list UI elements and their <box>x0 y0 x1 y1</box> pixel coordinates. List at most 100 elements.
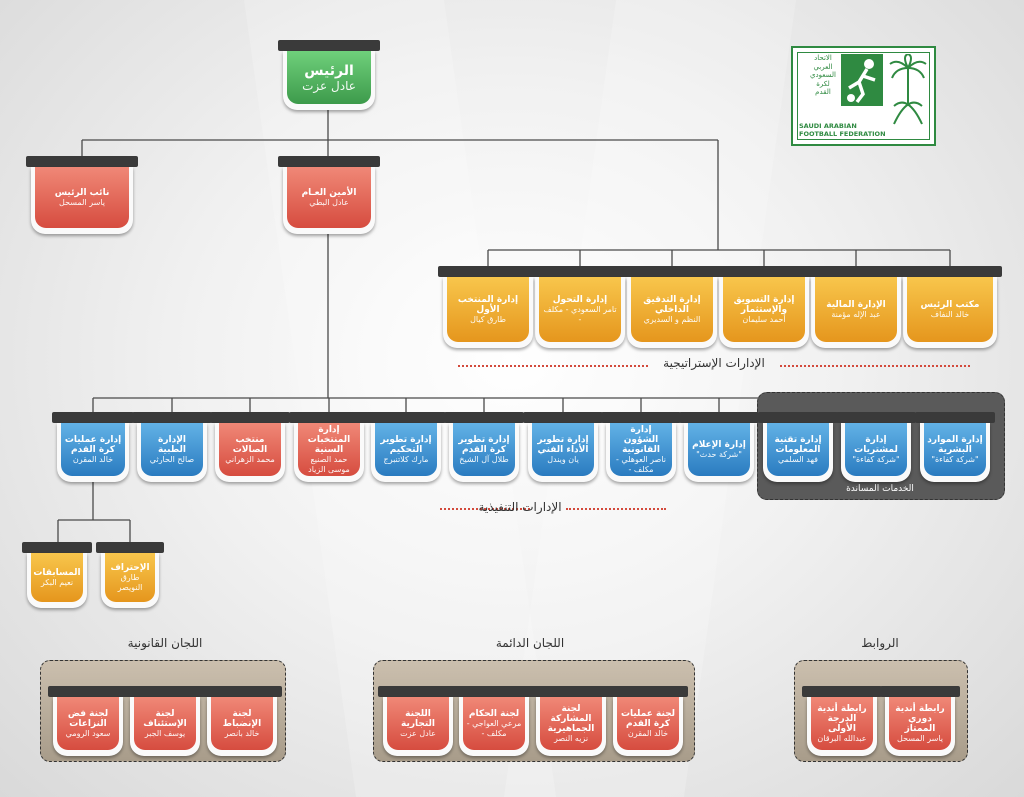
exec-node-hr[interactable]: إدارة الموارد البشرية "شركة كفاءة" <box>915 412 995 482</box>
node-title: المسابقات <box>33 567 81 578</box>
logo-english-line: SAUDI ARABIAN <box>799 122 857 130</box>
node-name: عادل عزت <box>302 78 356 93</box>
exec-node-football-operations[interactable]: إدارة عمليات كرة القدم خالد المقرن <box>52 412 134 482</box>
node-title: إدارة المنتخب الأول <box>457 294 519 315</box>
node-card: نائب الرئيس ياسر المسحل <box>31 167 133 234</box>
legal-node-disputes[interactable]: لجنة فض النزاعات سعود الرومي <box>48 686 128 756</box>
node-inner: لجنة الإنضباط خالد بانصر <box>211 697 273 750</box>
node-card: إدارة التسويق والإستثمار أحمد سليمان <box>719 277 809 348</box>
standing-node-commercial[interactable]: اللجنة التجارية عادل عزت <box>378 686 458 756</box>
legal-node-discipline[interactable]: لجنة الإنضباط خالد بانصر <box>202 686 282 756</box>
league-node-premier[interactable]: رابطة أندية دوري الممتاز ياسر المسحل <box>880 686 960 756</box>
exec-node-youth-teams[interactable]: إدارة المنتخبات السنية حمد الصنيع موسى ا… <box>289 412 369 482</box>
node-card: لجنة فض النزاعات سعود الرومي <box>53 697 123 756</box>
node-title: إدارة التسويق والإستثمار <box>733 294 795 315</box>
node-name: حمد الصنيع موسى الزياد <box>308 454 350 474</box>
node-inner: الإحتراف طارق النويصر <box>105 553 155 602</box>
node-card: إدارة الإعلام "شركة حدث" <box>684 423 754 482</box>
secretary-general-node[interactable]: الأمين العـام عادل البطي <box>278 156 380 234</box>
ops-sub-node-professionalism[interactable]: الإحتراف طارق النويصر <box>96 542 164 608</box>
node-title: لجنة المشاركة الجماهيرية <box>547 703 595 734</box>
logo-arabic-line: السعودي <box>810 71 836 79</box>
exec-node-procurement[interactable]: إدارة لمشتريات "شركة كفاءة" <box>836 412 916 482</box>
node-bar <box>880 686 960 697</box>
exec-node-football-development[interactable]: إدارة تطوير كرة القدم طلال آل الشيخ <box>444 412 524 482</box>
strategic-node-transformation[interactable]: إدارة التحول تامر السعودي - مكلف - <box>530 266 630 348</box>
node-title: لجنة الحكام <box>468 708 520 719</box>
node-name: ناصر العوهلي - مكلف - <box>615 454 667 474</box>
legal-node-appeal[interactable]: لجنة الإستئناف يوسف الجبر <box>125 686 205 756</box>
logo-arabic-line: القدم <box>815 88 831 96</box>
node-inner: اللجنة التجارية عادل عزت <box>387 697 449 750</box>
league-node-first-division[interactable]: رابطة أندية الدرجة الأولى عبدالله البرقا… <box>802 686 882 756</box>
node-card: إدارة التدقيق الداخلي النظم و السديري <box>627 277 717 348</box>
node-title: الإدارة المالية <box>826 299 886 310</box>
node-inner: الأمين العـام عادل البطي <box>287 167 371 228</box>
standing-node-fan-engagement[interactable]: لجنة المشاركة الجماهيرية نزيه النصر <box>531 686 611 756</box>
node-card: إدارة الموارد البشرية "شركة كفاءة" <box>920 423 990 482</box>
strategic-node-marketing[interactable]: إدارة التسويق والإستثمار أحمد سليمان <box>714 266 814 348</box>
node-name: أحمد سليمان <box>742 314 786 324</box>
node-bar <box>378 686 458 697</box>
logo-arabic-line: الاتحاد <box>814 54 832 62</box>
node-card: رابطة أندية الدرجة الأولى عبدالله البرقا… <box>807 697 877 756</box>
exec-node-legal[interactable]: إدارة الشؤون القانونية ناصر العوهلي - مك… <box>601 412 681 482</box>
exec-node-media[interactable]: إدارة الإعلام "شركة حدث" <box>679 412 759 482</box>
node-inner: إدارة التدقيق الداخلي النظم و السديري <box>631 277 713 342</box>
exec-node-technical-performance[interactable]: إدارة تطوير الأداء الفني يان ويندل <box>523 412 603 482</box>
node-card: مكتب الرئيس خالد النفاف <box>903 277 997 348</box>
node-inner: لجنة عمليات كرة القدم خالد المقرن <box>617 697 679 750</box>
node-title: إدارة الموارد البشرية <box>927 434 983 455</box>
node-name: طارق النويصر <box>117 572 143 592</box>
node-bar <box>531 686 611 697</box>
leagues-label: الروابط <box>861 636 899 650</box>
node-title: إدارة التحول <box>552 294 608 305</box>
node-bar <box>289 412 369 423</box>
exec-node-futsal[interactable]: منتخب الصالات محمد الزهراني <box>210 412 290 482</box>
exec-node-it[interactable]: إدارة تقنية المعلومات فهد السلمي <box>758 412 838 482</box>
legal-committees-label: اللجان القانونية <box>127 636 203 650</box>
node-inner: إدارة تطوير كرة القدم طلال آل الشيخ <box>453 423 515 476</box>
node-inner: لجنة المشاركة الجماهيرية نزيه النصر <box>540 697 602 750</box>
node-name: خالد النفاف <box>930 309 970 319</box>
strategic-node-first-team[interactable]: إدارة المنتخب الأول طارق كيال <box>438 266 538 348</box>
node-name: طارق كيال <box>470 314 506 324</box>
node-inner: الإدارة المالية عبد الإله مؤمنة <box>815 277 897 342</box>
node-card: اللجنة التجارية عادل عزت <box>383 697 453 756</box>
vice-president-node[interactable]: نائب الرئيس ياسر المسحل <box>26 156 138 234</box>
exec-node-refereeing[interactable]: إدارة تطوير التحكيم مارك كلاتنبرج <box>366 412 446 482</box>
strategic-node-presidents-office[interactable]: مكتب الرئيس خالد النفاف <box>898 266 1002 348</box>
node-title: لجنة الإستئناف <box>143 708 187 729</box>
node-title: إدارة الإعلام <box>692 439 746 450</box>
node-title: الإدارة الطبية <box>157 434 187 455</box>
node-title: اللجنة التجارية <box>400 708 436 729</box>
node-bar <box>915 412 995 423</box>
exec-node-medical[interactable]: الإدارة الطبية صالح الحارثي <box>132 412 212 482</box>
node-inner: رابطة أندية الدرجة الأولى عبدالله البرقا… <box>811 697 873 750</box>
strategic-node-finance[interactable]: الإدارة المالية عبد الإله مؤمنة <box>806 266 906 348</box>
standing-node-referees[interactable]: لجنة الحكام مرعي العواجي - مكلف - <box>454 686 534 756</box>
node-name: يوسف الجبر <box>144 728 186 738</box>
palm-swords-icon <box>889 54 927 125</box>
node-title: رابطة أندية الدرجة الأولى <box>817 703 867 734</box>
node-bar <box>601 412 681 423</box>
node-name: يان ويندل <box>547 454 579 464</box>
strategic-node-internal-audit[interactable]: إدارة التدقيق الداخلي النظم و السديري <box>622 266 722 348</box>
node-card: إدارة تطوير الأداء الفني يان ويندل <box>528 423 598 482</box>
saff-logo: الاتحاد العربي السعودي لكرة القدم SAUDI … <box>791 46 936 146</box>
node-name: ياسر المسحل <box>897 733 943 743</box>
node-card: المسابقات نعيم البكر <box>27 553 87 608</box>
node-bar <box>714 266 814 277</box>
president-node[interactable]: الرئيس عادل عزت <box>278 40 380 110</box>
logo-arabic-text: الاتحاد العربي السعودي لكرة القدم <box>797 54 849 97</box>
node-card: إدارة تطوير التحكيم مارك كلاتنبرج <box>371 423 441 482</box>
node-card: الإحتراف طارق النويصر <box>101 553 159 608</box>
node-inner: لجنة الإستئناف يوسف الجبر <box>134 697 196 750</box>
logo-arabic-line: العربي <box>813 62 833 71</box>
standing-node-football-ops[interactable]: لجنة عمليات كرة القدم خالد المقرن <box>608 686 688 756</box>
node-inner: إدارة المنتخبات السنية حمد الصنيع موسى ا… <box>298 423 360 476</box>
node-name: سعود الرومي <box>65 728 111 738</box>
ops-sub-node-competitions[interactable]: المسابقات نعيم البكر <box>22 542 92 608</box>
node-card: لجنة الحكام مرعي العواجي - مكلف - <box>459 697 529 756</box>
node-inner: الإدارة الطبية صالح الحارثي <box>141 423 203 476</box>
